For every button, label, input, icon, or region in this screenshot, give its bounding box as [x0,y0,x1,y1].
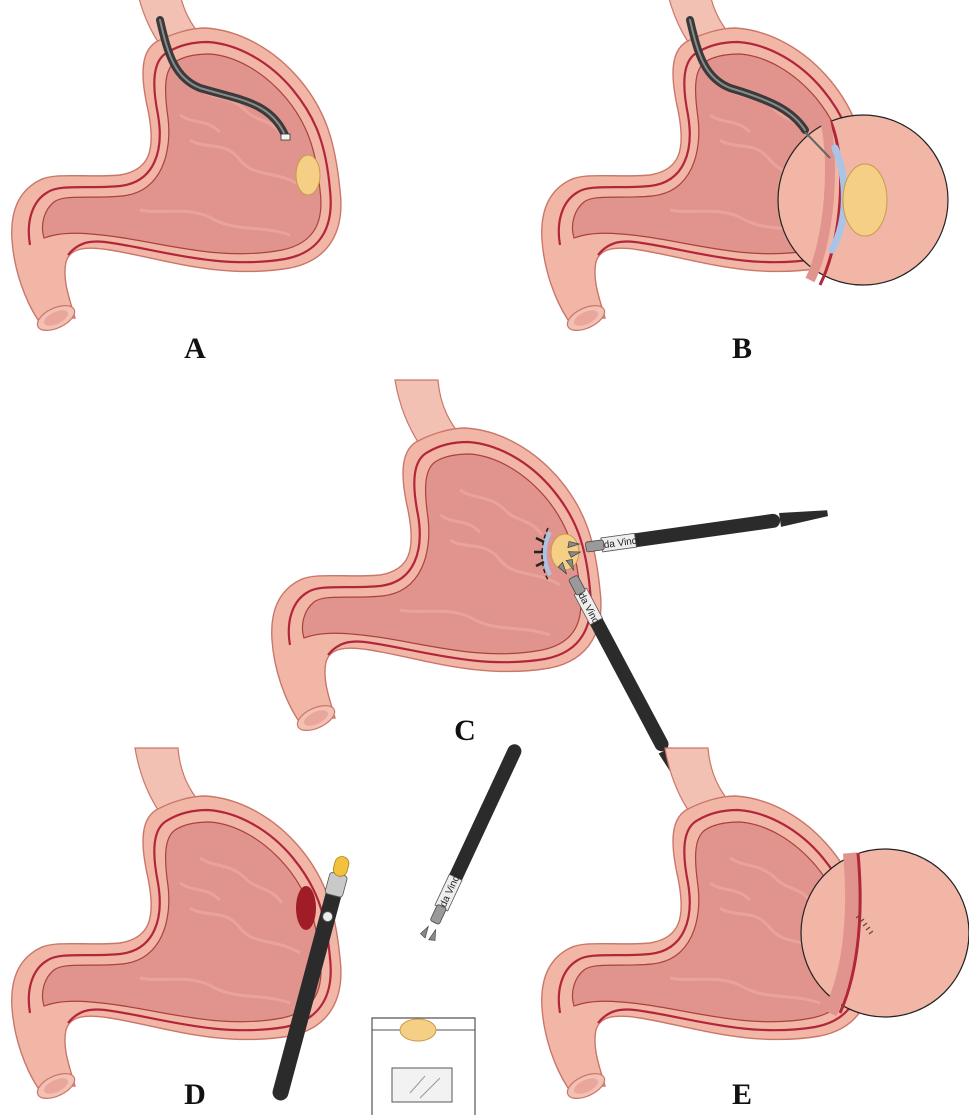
da-vinci-instrument-icon: da Vinci [567,505,829,557]
tumor-icon [843,164,887,236]
panel-c: da Vinci da Vinci C [272,380,829,796]
tumor-icon [296,155,320,195]
panel-label-e: E [732,1078,752,1111]
panel-a: A [12,0,341,365]
panel-label-c: C [454,714,476,747]
specimen-bag-icon [372,1018,475,1115]
magnifier-circle-icon [801,849,969,1017]
tumor-icon [400,1019,436,1041]
panel-label-b: B [732,332,752,365]
panel-b: B [542,0,948,365]
panel-label-a: A [184,332,206,365]
panel-e: E [542,748,969,1111]
bleeding-site [296,886,316,930]
panel-label-d: D [184,1078,206,1111]
da-vinci-instrument-icon: da Vinci [420,742,525,943]
panel-d: da Vinci D [12,742,525,1115]
